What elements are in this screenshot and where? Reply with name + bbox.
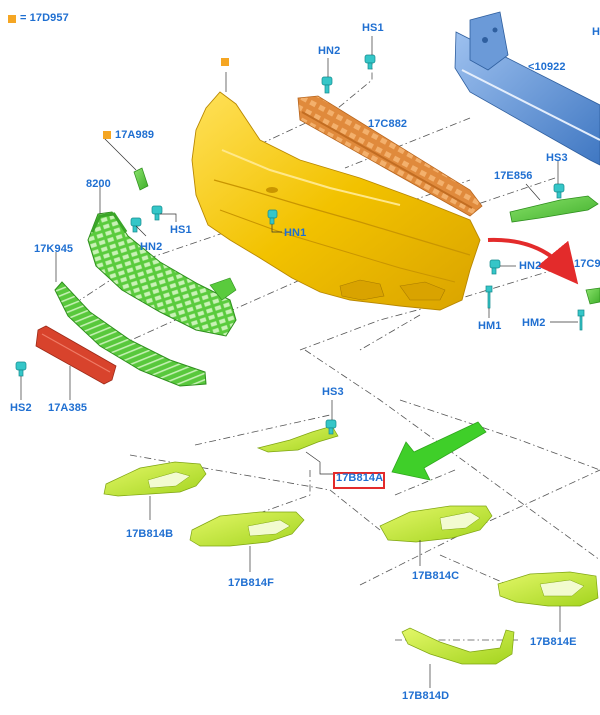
trim-17b814d [401,627,515,665]
label-17b814b: 17B814B [126,528,174,540]
clip-hm2 [577,309,585,331]
label-hs1-left: HS1 [170,224,192,236]
label-h-edge: H [592,26,600,38]
upper-grille [87,211,237,337]
label-hm1: HM1 [478,320,502,332]
clip-hm1 [485,285,493,309]
label-hn1: HN1 [284,227,307,239]
label-17c9: 17C9 [574,258,600,270]
label-hs3-mid: HS3 [322,386,344,398]
label-absorber: 17C882 [368,118,408,130]
clip-hs3-top [553,183,565,199]
clip-hs1-left [151,205,163,221]
curved-arrow [487,237,579,285]
bumper-reinforcement [454,11,600,166]
label-17b814f: 17B814F [228,577,274,589]
label-8200: 8200 [86,178,111,190]
marker-17d957-bumper [221,58,229,66]
clip-hn2-top [321,76,333,94]
lower-grille [54,281,207,387]
label-hs2: HS2 [10,402,32,414]
bracket-17a989 [133,167,149,191]
assembly-lines [79,58,600,641]
label-17k945: 17K945 [34,243,74,255]
label-hn2-right: HN2 [519,260,542,272]
reflector [35,325,117,385]
clip-hs1-top [364,54,376,70]
trim-17b814a [256,425,339,453]
label-17b814c: 17B814C [412,570,460,582]
label-17b814d: 17B814D [402,690,450,702]
label-17b814e: 17B814E [530,636,577,648]
pointer-arrow [391,421,487,481]
energy-absorber [297,95,483,217]
trim-17b814c [379,505,493,543]
bracket-17e856 [509,195,599,223]
clip-hn2-right [489,259,501,275]
label-hn2-left: HN2 [140,241,163,253]
marker-17d957-bracket [103,131,111,139]
label-17e856: 17E856 [494,170,533,182]
label-hs3-top: HS3 [546,152,568,164]
label-hm2: HM2 [522,317,546,329]
selected-part-highlight[interactable] [333,472,385,489]
trim-17b814b [103,461,207,497]
leader-lines [20,36,578,688]
clip-hs2 [15,361,27,377]
clips [15,54,585,435]
label-reinforcement: <10922 [528,61,566,73]
trim-17b814e [497,571,599,607]
label-17a385: 17A385 [48,402,88,414]
label-hs1-top: HS1 [362,22,384,34]
label-17b814a[interactable]: 17B814A [336,472,384,484]
clip-hs3-mid [325,419,337,435]
legend-text: = 17D957 [20,12,69,24]
label-17a989: 17A989 [115,129,155,141]
bracket-17c9 [585,287,600,305]
label-hn2-top: HN2 [318,45,341,57]
bumper-cover [191,91,481,311]
trim-17b814f [189,511,305,547]
legend-marker [8,15,16,23]
